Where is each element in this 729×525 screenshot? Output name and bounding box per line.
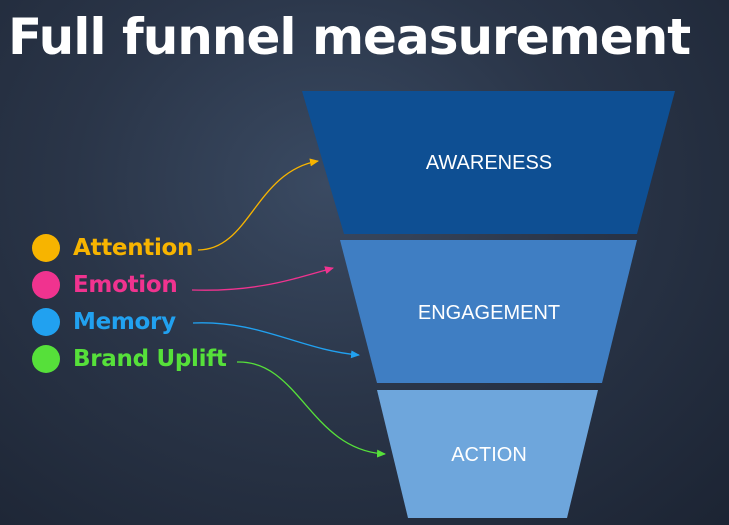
funnel-stage-awareness: AWARENESS xyxy=(302,91,675,234)
page-title: Full funnel measurement xyxy=(8,8,691,66)
brand-uplift-label: Brand Uplift xyxy=(73,346,227,372)
funnel-stage-action: ACTION xyxy=(377,390,598,518)
engagement-shape xyxy=(340,240,637,383)
attention-circle-icon xyxy=(32,234,60,262)
emotion-label: Emotion xyxy=(73,272,178,298)
awareness-shape xyxy=(302,91,675,234)
emotion-connector-arrow xyxy=(191,266,334,291)
funnel-stage-engagement: ENGAGEMENT xyxy=(340,240,637,383)
brand-uplift-connector-arrow xyxy=(236,361,386,458)
action-shape xyxy=(377,390,598,518)
legend-item-memory: Memory xyxy=(32,307,176,337)
memory-label: Memory xyxy=(73,309,176,335)
awareness-label: AWARENESS xyxy=(426,152,552,174)
emotion-circle-icon xyxy=(32,271,60,299)
memory-connector-arrow xyxy=(192,322,360,359)
brand-uplift-circle-icon xyxy=(32,345,60,373)
attention-label: Attention xyxy=(73,235,194,261)
engagement-label: ENGAGEMENT xyxy=(418,302,560,324)
legend-item-emotion: Emotion xyxy=(32,270,178,300)
legend-item-attention: Attention xyxy=(32,233,193,263)
action-label: ACTION xyxy=(451,444,527,466)
attention-connector-arrow xyxy=(197,158,319,251)
legend-item-brand-uplift: Brand Uplift xyxy=(32,344,227,374)
memory-circle-icon xyxy=(32,308,60,336)
